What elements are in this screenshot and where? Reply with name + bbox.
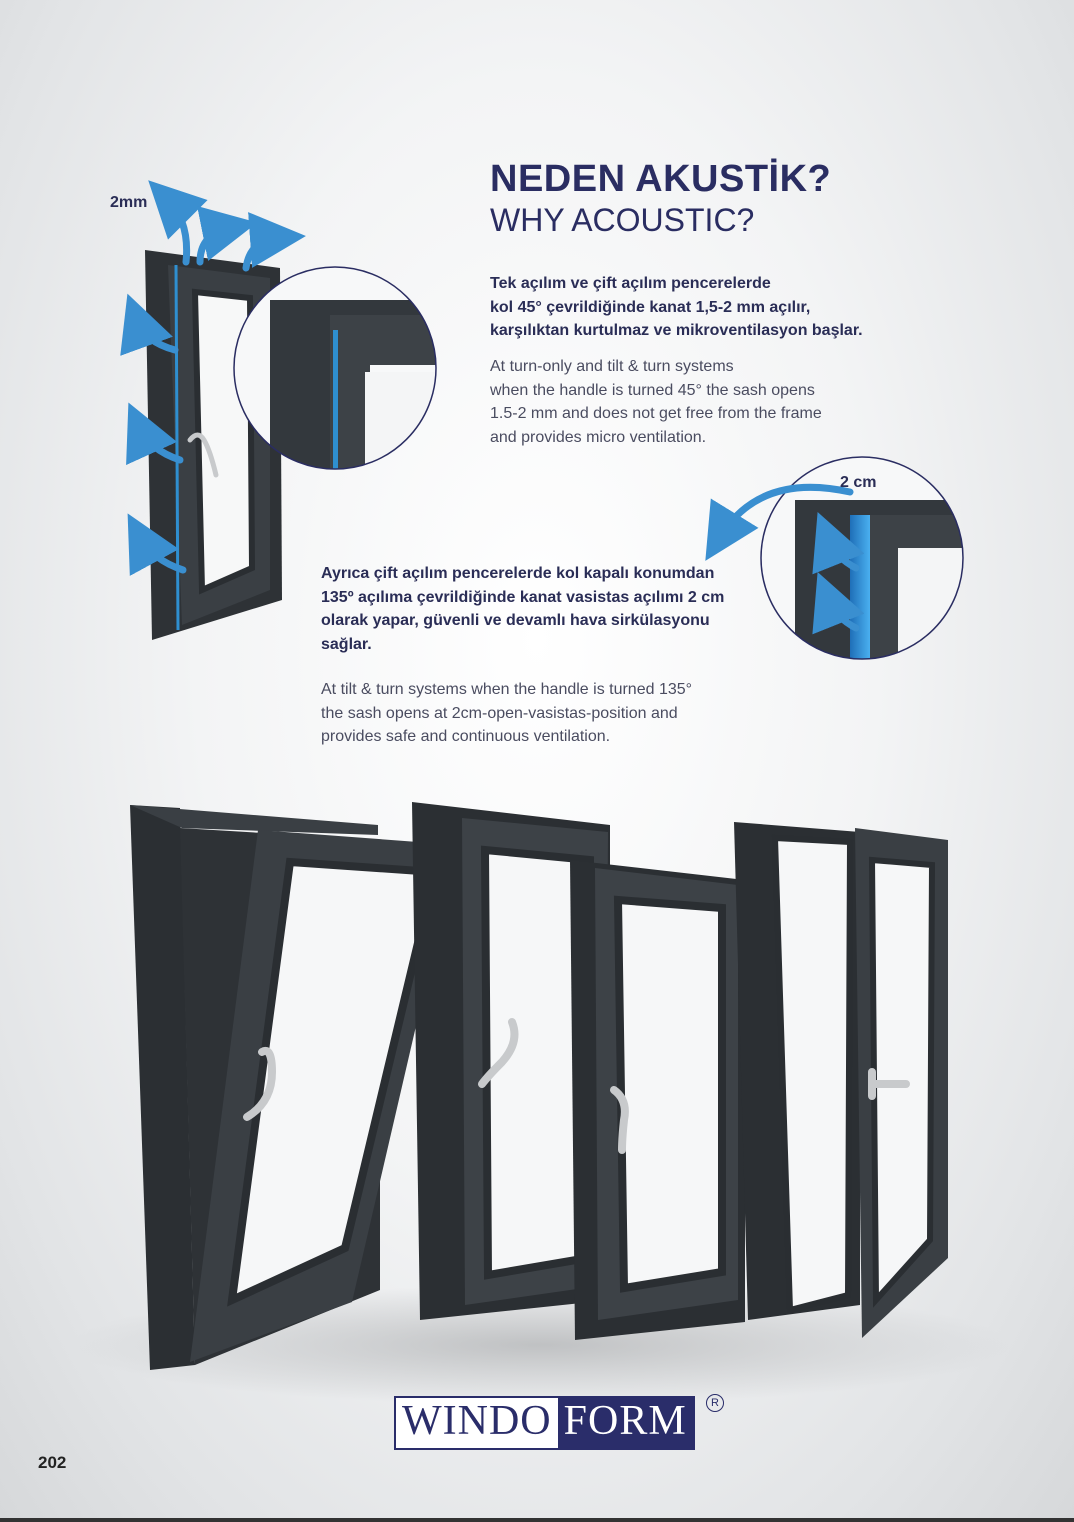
section1-english-text: At turn-only and tilt & turn systems whe… [490, 358, 822, 446]
air-arrow-icon [196, 206, 258, 266]
title-english: WHY ACOUSTIC? [490, 202, 755, 238]
air-arrow-icon [126, 402, 184, 466]
gap-label-2cm: 2 cm [840, 474, 877, 491]
section2-turkish-text: Ayrıca çift açılım pencerelerde kol kapa… [321, 565, 725, 653]
air-arrow-icon [127, 513, 187, 576]
window-handle-icon [187, 432, 219, 478]
window-handle-icon [868, 1068, 910, 1100]
air-arrow-icon [242, 212, 306, 272]
window-turn-illustration [734, 822, 948, 1338]
window-handle-icon [243, 1047, 277, 1121]
window-tilt-illustration [130, 805, 458, 1370]
title-turkish: NEDEN AKUSTİK? [490, 158, 832, 200]
logo-part-1: WINDO [396, 1398, 558, 1448]
curved-arrow-icon [705, 483, 854, 561]
logo-part-2: FORM [557, 1398, 693, 1448]
registered-icon: R [706, 1394, 724, 1412]
air-arrow-icon [120, 293, 179, 356]
page-number: 202 [38, 1453, 67, 1472]
window-3-illustration [570, 860, 745, 1340]
section2-english-text: At tilt & turn systems when the handle i… [321, 681, 693, 745]
gap-label-2mm: 2mm [110, 194, 148, 211]
section1-turkish-text: Tek açılım ve çift açılım pencerelerde k… [490, 275, 863, 339]
windoform-logo: WINDO FORM [394, 1396, 695, 1450]
window-handle-icon [610, 1086, 629, 1154]
bottom-divider [0, 1518, 1074, 1522]
detail-circle-2 [705, 456, 964, 660]
window-handle-icon [478, 1018, 519, 1088]
air-arrow-icon [148, 180, 208, 266]
